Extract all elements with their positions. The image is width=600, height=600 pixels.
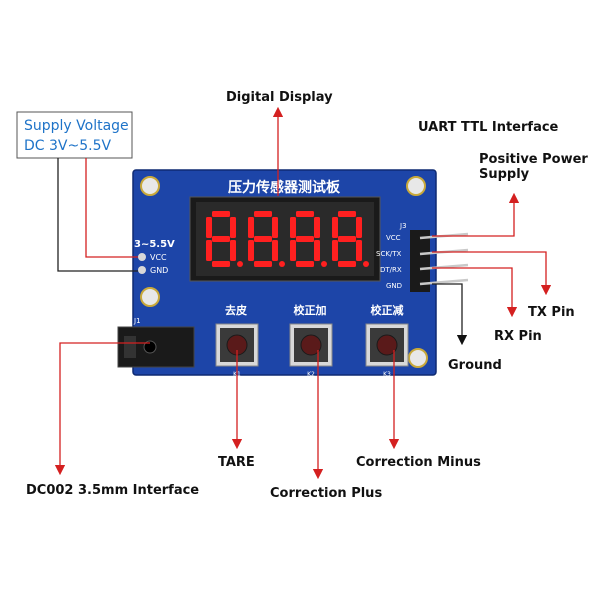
button-k3[interactable]: 校正减 K3 bbox=[365, 303, 409, 378]
gnd-left-label: GND bbox=[150, 266, 168, 275]
tare-cn-label: 去皮 bbox=[225, 303, 247, 317]
gnd-pad bbox=[138, 266, 146, 274]
digit-segment bbox=[212, 211, 230, 217]
vcc-left-label: VCC bbox=[150, 253, 167, 262]
k3-label: K3 bbox=[383, 371, 391, 378]
digit-segment bbox=[356, 240, 362, 261]
digit-segment bbox=[206, 240, 212, 261]
digit-segment bbox=[206, 217, 212, 238]
digit-segment bbox=[338, 236, 356, 242]
digit-segment bbox=[248, 240, 254, 261]
gnd-right-label: GND bbox=[386, 282, 402, 290]
digit-segment bbox=[230, 217, 236, 238]
button-k1[interactable]: 去皮 K1 bbox=[215, 303, 259, 378]
leader-lines bbox=[54, 106, 552, 480]
mounting-hole bbox=[140, 287, 160, 307]
digit-segment bbox=[272, 217, 278, 238]
plus-cn-label: 校正加 bbox=[294, 303, 327, 317]
digital-display-label: Digital Display bbox=[226, 90, 333, 105]
decimal-point bbox=[321, 261, 327, 267]
supply-voltage-box: Supply Voltage DC 3V~5.5V bbox=[16, 111, 133, 159]
digit-segment bbox=[290, 217, 296, 238]
digit-segment bbox=[254, 261, 272, 267]
j3-label: J3 bbox=[399, 222, 407, 230]
leader-dc002 bbox=[54, 342, 150, 476]
display-digit bbox=[332, 211, 369, 267]
correction-plus-label: Correction Plus bbox=[270, 486, 382, 501]
mounting-hole bbox=[140, 176, 160, 196]
digit-segment bbox=[248, 217, 254, 238]
tx-pin-label: TX Pin bbox=[528, 305, 575, 320]
digit-segment bbox=[296, 211, 314, 217]
digit-segment bbox=[254, 236, 272, 242]
positive-power-label: Positive Power bbox=[479, 152, 588, 167]
leader-rx bbox=[432, 267, 518, 318]
leader-tx bbox=[432, 251, 552, 296]
digit-segment bbox=[254, 211, 272, 217]
leader-gnd bbox=[57, 158, 138, 272]
k2-label: K2 bbox=[307, 371, 315, 378]
display-digit bbox=[248, 211, 285, 267]
sck-tx-label: SCK/TX bbox=[376, 250, 402, 258]
seven-segment-display bbox=[189, 196, 381, 282]
dc002-label: DC002 3.5mm Interface bbox=[26, 483, 199, 498]
board-title: 压力传感器测试板 bbox=[228, 179, 341, 196]
digit-segment bbox=[290, 240, 296, 261]
leader-vcc-right bbox=[432, 192, 520, 237]
digit-segment bbox=[356, 217, 362, 238]
vcc-right-label: VCC bbox=[386, 234, 401, 242]
decimal-point bbox=[237, 261, 243, 267]
ground-label: Ground bbox=[448, 358, 502, 373]
mounting-hole bbox=[406, 176, 426, 196]
j1-label: J1 bbox=[133, 317, 141, 325]
dc002-jack: J1 bbox=[117, 317, 195, 368]
display-digit bbox=[290, 211, 327, 267]
digit-segment bbox=[272, 240, 278, 261]
vcc-pad bbox=[138, 253, 146, 261]
minus-cn-label: 校正减 bbox=[371, 303, 404, 317]
uart-label: UART TTL Interface bbox=[418, 120, 559, 135]
display-digit bbox=[206, 211, 243, 267]
mounting-hole bbox=[408, 348, 428, 368]
decimal-point bbox=[363, 261, 369, 267]
leader-vcc bbox=[85, 158, 138, 258]
rx-pin-label: RX Pin bbox=[494, 329, 542, 344]
supply-voltage-line1: Supply Voltage bbox=[24, 118, 129, 134]
digit-segment bbox=[296, 261, 314, 267]
decimal-point bbox=[279, 261, 285, 267]
leader-ground bbox=[432, 283, 468, 346]
digit-segment bbox=[332, 240, 338, 261]
voltage-range-label: 3~5.5V bbox=[134, 239, 175, 250]
tare-label: TARE bbox=[218, 455, 255, 470]
digit-segment bbox=[338, 261, 356, 267]
digit-segment bbox=[230, 240, 236, 261]
supply-label: Supply bbox=[479, 167, 530, 182]
dt-rx-label: DT/RX bbox=[380, 266, 402, 274]
digit-segment bbox=[212, 261, 230, 267]
digit-segment bbox=[314, 240, 320, 261]
supply-voltage-line2: DC 3V~5.5V bbox=[24, 138, 111, 154]
digit-segment bbox=[314, 217, 320, 238]
digit-segment bbox=[338, 211, 356, 217]
correction-minus-label: Correction Minus bbox=[356, 455, 481, 470]
power-pins-left: 3~5.5V VCC GND bbox=[134, 239, 175, 275]
button-k2[interactable]: 校正加 K2 bbox=[289, 303, 333, 378]
digit-segment bbox=[212, 236, 230, 242]
digit-segment bbox=[296, 236, 314, 242]
digit-segment bbox=[332, 217, 338, 238]
